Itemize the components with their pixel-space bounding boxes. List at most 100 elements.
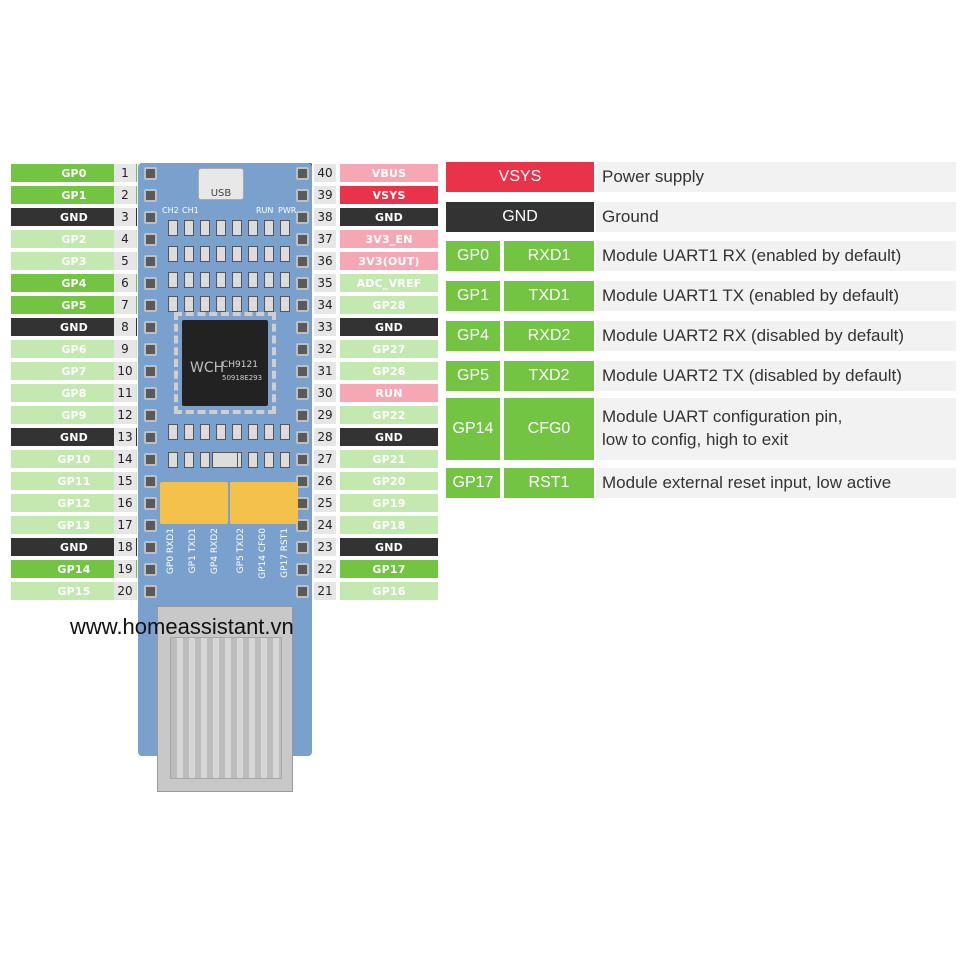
left-pin-label: GP5 bbox=[11, 296, 137, 314]
right-pin-label: GND bbox=[340, 318, 438, 336]
left-pin-number: 13 bbox=[114, 428, 136, 446]
left-pin-number: 19 bbox=[114, 560, 136, 578]
right-pin-number: 37 bbox=[314, 230, 336, 248]
right-pin-label: GP18 bbox=[340, 516, 438, 534]
legend-function-cell: TXD2 bbox=[504, 361, 594, 391]
smd-part bbox=[200, 296, 210, 312]
pin-hole bbox=[296, 585, 309, 598]
smd-part bbox=[248, 424, 258, 440]
right-pin-number: 28 bbox=[314, 428, 336, 446]
left-pin-number: 17 bbox=[114, 516, 136, 534]
right-pin-number: 30 bbox=[314, 384, 336, 402]
smd-part bbox=[168, 296, 178, 312]
smd-part bbox=[280, 424, 290, 440]
legend-description: Module UART1 TX (enabled by default) bbox=[596, 281, 956, 311]
switch-label: GP5 TXD2 bbox=[236, 528, 246, 574]
legend-gpio-cell: GP14 bbox=[446, 398, 500, 460]
left-pin-number: 14 bbox=[114, 450, 136, 468]
left-pin-label: GP8 bbox=[11, 384, 137, 402]
dip-switch bbox=[204, 482, 228, 524]
legend-gpio-cell: GP0 bbox=[446, 241, 500, 271]
right-pin-number: 25 bbox=[314, 494, 336, 512]
pin-hole bbox=[296, 431, 309, 444]
right-pin-label: GP20 bbox=[340, 472, 438, 490]
dip-switch bbox=[252, 482, 276, 524]
pin-hole bbox=[296, 167, 309, 180]
switch-label: GP17 RST1 bbox=[280, 528, 290, 578]
smd-part bbox=[248, 220, 258, 236]
left-pin-label: GP1 bbox=[11, 186, 137, 204]
smd-part bbox=[216, 272, 226, 288]
smd-part bbox=[184, 220, 194, 236]
smd-part bbox=[264, 220, 274, 236]
pin-hole bbox=[144, 233, 157, 246]
pin-hole bbox=[144, 255, 157, 268]
left-pin-number: 18 bbox=[114, 538, 136, 556]
smd-part bbox=[184, 246, 194, 262]
legend-gpio-cell: GP5 bbox=[446, 361, 500, 391]
smd-part bbox=[168, 220, 178, 236]
left-pin-number: 20 bbox=[114, 582, 136, 600]
pin-hole bbox=[296, 321, 309, 334]
left-pin-number: 12 bbox=[114, 406, 136, 424]
right-pin-label: GP17 bbox=[340, 560, 438, 578]
legend-description: Module UART2 RX (disabled by default) bbox=[596, 321, 956, 351]
pin-hole bbox=[144, 365, 157, 378]
pin-hole bbox=[144, 453, 157, 466]
watermark: www.homeassistant.vn bbox=[70, 614, 294, 639]
pin-hole bbox=[296, 453, 309, 466]
rj45-jack-body bbox=[170, 637, 282, 779]
left-pin-label: GND bbox=[11, 208, 137, 226]
pin-hole bbox=[296, 409, 309, 422]
smd-part bbox=[216, 296, 226, 312]
left-pin-number: 15 bbox=[114, 472, 136, 490]
smd-part bbox=[248, 246, 258, 262]
legend-gpio-cell: GP1 bbox=[446, 281, 500, 311]
left-pin-label: GP14 bbox=[11, 560, 137, 578]
usb-label: USB bbox=[210, 188, 232, 199]
left-pin-label: GP7 bbox=[11, 362, 137, 380]
legend-description: Ground bbox=[596, 202, 956, 232]
rj45-jack bbox=[157, 606, 293, 792]
smd-part bbox=[168, 452, 178, 468]
pin-hole bbox=[144, 409, 157, 422]
smd-part bbox=[200, 424, 210, 440]
right-pin-label: GP22 bbox=[340, 406, 438, 424]
left-pin-label: GP11 bbox=[11, 472, 137, 490]
left-pin-label: GND bbox=[11, 538, 137, 556]
right-pin-number: 22 bbox=[314, 560, 336, 578]
legend-description: Module UART2 TX (disabled by default) bbox=[596, 361, 956, 391]
right-pin-number: 34 bbox=[314, 296, 336, 314]
right-pin-label: GND bbox=[340, 538, 438, 556]
dip-switch bbox=[160, 482, 184, 524]
dip-switch bbox=[274, 482, 298, 524]
right-pin-label: VBUS bbox=[340, 164, 438, 182]
smd-part bbox=[184, 452, 194, 468]
left-pin-label: GP6 bbox=[11, 340, 137, 358]
legend-description: Module external reset input, low active bbox=[596, 468, 956, 498]
smd-part bbox=[264, 452, 274, 468]
smd-part bbox=[232, 272, 242, 288]
smd-part bbox=[248, 452, 258, 468]
pin-hole bbox=[144, 497, 157, 510]
smd-part bbox=[216, 246, 226, 262]
smd-part bbox=[168, 246, 178, 262]
smd-part bbox=[264, 296, 274, 312]
smd-part bbox=[248, 296, 258, 312]
left-pin-label: GND bbox=[11, 318, 137, 336]
pin-hole bbox=[296, 211, 309, 224]
right-pin-label: RUN bbox=[340, 384, 438, 402]
left-pin-label: GP13 bbox=[11, 516, 137, 534]
pin-hole bbox=[144, 563, 157, 576]
right-pin-label: GP26 bbox=[340, 362, 438, 380]
pin-hole bbox=[144, 343, 157, 356]
smd-part bbox=[232, 246, 242, 262]
pin-hole bbox=[296, 563, 309, 576]
legend-gpio-cell: GP17 bbox=[446, 468, 500, 498]
legend-function-cell: CFG0 bbox=[504, 398, 594, 460]
smd-part bbox=[232, 296, 242, 312]
pin-hole bbox=[144, 167, 157, 180]
switch-label: GP0 RXD1 bbox=[166, 528, 176, 575]
right-pin-label: GND bbox=[340, 428, 438, 446]
right-pin-label: GP19 bbox=[340, 494, 438, 512]
